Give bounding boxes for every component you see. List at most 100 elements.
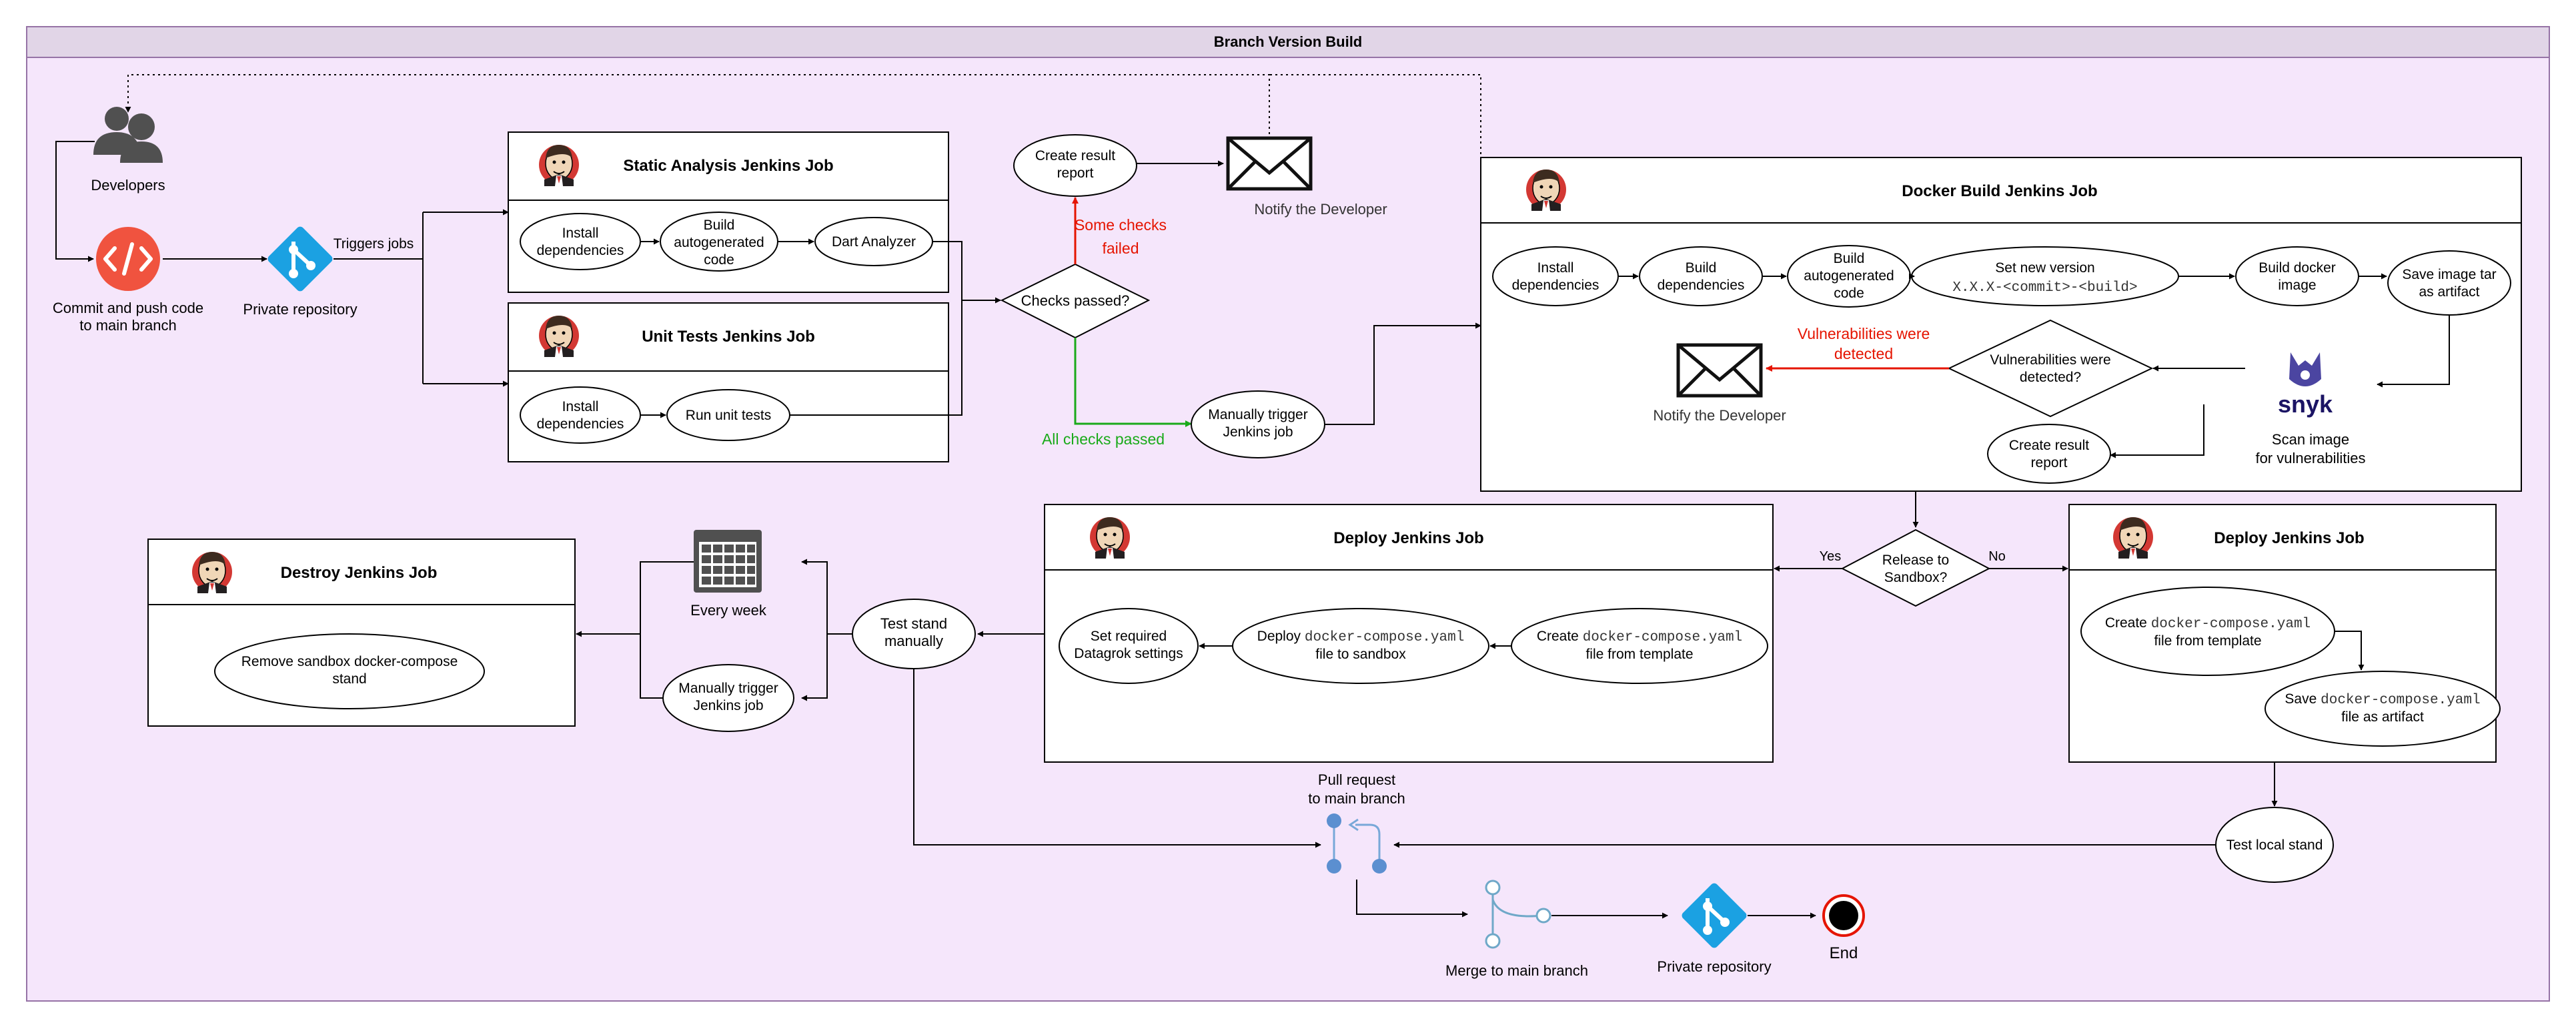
vuln-decision-label: detected? (2020, 370, 2081, 385)
step-label: Build docker (2259, 260, 2336, 276)
developers-icon (93, 107, 163, 163)
yes-label: Yes (1820, 549, 1842, 564)
vuln-detected-label: Vulnerabilities were (1798, 325, 1930, 342)
some-checks-label: failed (1103, 240, 1139, 257)
step-label: Build (1686, 260, 1717, 276)
static-job-title: Static Analysis Jenkins Job (623, 157, 833, 175)
step-label: dependencies (1512, 278, 1599, 293)
step-label: Dart Analyzer (832, 234, 916, 250)
pull-request-label: Pull request (1318, 771, 1395, 788)
step-label: file to sandbox (1315, 647, 1406, 662)
step-label: Remove sandbox docker-compose (241, 654, 458, 669)
step-label: Install (1537, 260, 1574, 276)
deploy-job-sandbox: Deploy Jenkins Job Create docker-compose… (1044, 504, 1774, 763)
step-label: Install (562, 399, 599, 414)
notify-developer-label: Notify the Developer (1653, 407, 1786, 424)
scan-label: Scan image (2272, 431, 2349, 448)
step-label: report (2031, 455, 2068, 470)
release-decision (1840, 529, 1991, 607)
calendar-icon (694, 530, 762, 593)
step-label: file from template (1585, 647, 1693, 662)
step-label: Manually trigger (678, 681, 778, 696)
step-label: Set required (1091, 629, 1167, 644)
step-label: Create result (1035, 148, 1115, 163)
step-label: image (2278, 278, 2316, 293)
checks-decision-label: Checks passed? (1021, 292, 1130, 309)
destroy-job-title: Destroy Jenkins Job (281, 564, 438, 582)
pull-request-icon (1327, 813, 1387, 874)
jenkins-icon (538, 315, 580, 358)
unit-job-title: Unit Tests Jenkins Job (642, 328, 815, 346)
end-icon (1822, 894, 1865, 937)
vuln-detected-label: detected (1834, 345, 1893, 362)
step-label: Manually trigger (1208, 407, 1307, 422)
private-repo-label-2: Private repository (1657, 958, 1771, 975)
step-label: stand (332, 671, 366, 687)
some-checks-label: Some checks (1075, 216, 1167, 234)
jenkins-icon (1089, 517, 1131, 559)
step-label: autogenerated (1804, 268, 1894, 284)
step-label: code (704, 252, 734, 268)
code-icon (96, 227, 160, 291)
step-label: Create (2105, 615, 2147, 631)
step-label: manually (884, 633, 943, 649)
step-label: Test stand (880, 615, 947, 632)
step-label: Save (2285, 691, 2317, 707)
release-decision-label: Sandbox? (1884, 570, 1948, 585)
diagram-title: Branch Version Build (1214, 33, 1363, 50)
snyk-wordmark: snyk (2278, 390, 2333, 418)
step-label: as artifact (2419, 284, 2479, 300)
every-week-label: Every week (690, 602, 767, 619)
merge-icon (1485, 880, 1551, 949)
scan-label: for vulnerabilities (2255, 450, 2365, 466)
create-report-node (1013, 134, 1137, 197)
file-name: docker-compose.yaml (1583, 630, 1742, 645)
jenkins-icon (2112, 517, 2154, 559)
title-bar (26, 26, 2550, 58)
vuln-decision-label: Vulnerabilities were (1990, 352, 2110, 368)
notify-developer-label: Notify the Developer (1254, 201, 1387, 218)
step-label: dependencies (537, 243, 624, 258)
static-analysis-job: Static Analysis Jenkins Job Install depe… (508, 131, 949, 293)
file-name: docker-compose.yaml (2151, 617, 2311, 632)
docker-build-job: Docker Build Jenkins Job Install depende… (1480, 157, 2522, 492)
end-label: End (1830, 944, 1858, 962)
email-icon (1228, 138, 1311, 189)
no-label: No (1988, 549, 2006, 564)
destroy-job: Destroy Jenkins Job Remove sandbox docke… (147, 539, 576, 727)
step-label: Test local stand (2226, 837, 2323, 853)
jenkins-icon (1525, 169, 1567, 212)
vulnerability-decision (1947, 319, 2154, 418)
commit-label-1: Commit and push code (53, 300, 203, 316)
svg-text:Save docker-compose.yaml: Save docker-compose.yaml (2285, 691, 2480, 708)
step-label: Create result (2009, 438, 2089, 453)
developers-label: Developers (91, 177, 165, 194)
docker-job-title: Docker Build Jenkins Job (1902, 182, 2097, 200)
file-name: docker-compose.yaml (2321, 693, 2480, 708)
svg-text:Create docker-compose.yaml: Create docker-compose.yaml (1537, 629, 1742, 645)
version-pattern: X.X.X-<commit>-<build> (1952, 280, 2137, 296)
step-label: Install (562, 226, 599, 241)
pull-request-label: to main branch (1308, 790, 1405, 807)
deploy-job-local: Deploy Jenkins Job Create docker-compose… (2068, 504, 2501, 763)
step-label: Build (704, 218, 735, 233)
email-icon (1678, 345, 1761, 396)
step-label: file from template (2154, 633, 2261, 649)
step-label: Datagrok settings (1074, 646, 1183, 661)
step-label: Deploy (1257, 629, 1301, 644)
step-label: file as artifact (2341, 709, 2424, 725)
step-label: Create (1537, 629, 1579, 644)
jenkins-icon (538, 144, 580, 187)
merge-label: Merge to main branch (1445, 962, 1588, 979)
deploy-left-title: Deploy Jenkins Job (1333, 529, 1483, 547)
step-label: dependencies (537, 416, 624, 432)
triggers-jobs-label: Triggers jobs (334, 236, 414, 252)
jenkins-icon (191, 551, 233, 594)
file-name: docker-compose.yaml (1305, 630, 1464, 645)
step-label: code (1834, 286, 1864, 301)
step-label: Build (1834, 251, 1865, 266)
commit-label-2: to main branch (79, 317, 177, 334)
step-label: dependencies (1658, 278, 1745, 293)
svg-text:Create docker-compose.yaml: Create docker-compose.yaml (2105, 615, 2311, 632)
